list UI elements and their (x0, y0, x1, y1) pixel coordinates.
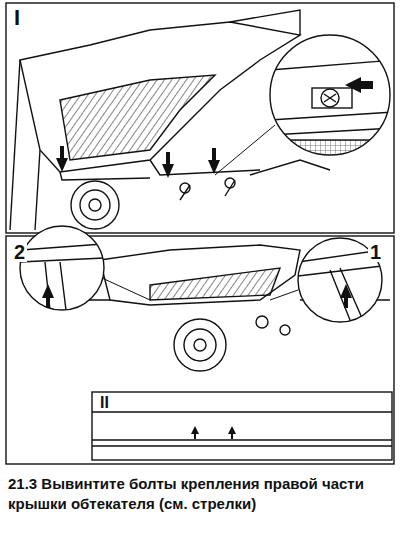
callout-number: I (12, 7, 22, 29)
callout-number: II (98, 395, 111, 411)
callout-number: 2 (12, 242, 27, 262)
figure-caption: 21.3 Вывинтите болты крепления правой ча… (8, 474, 392, 513)
callout-number: 1 (368, 242, 383, 262)
